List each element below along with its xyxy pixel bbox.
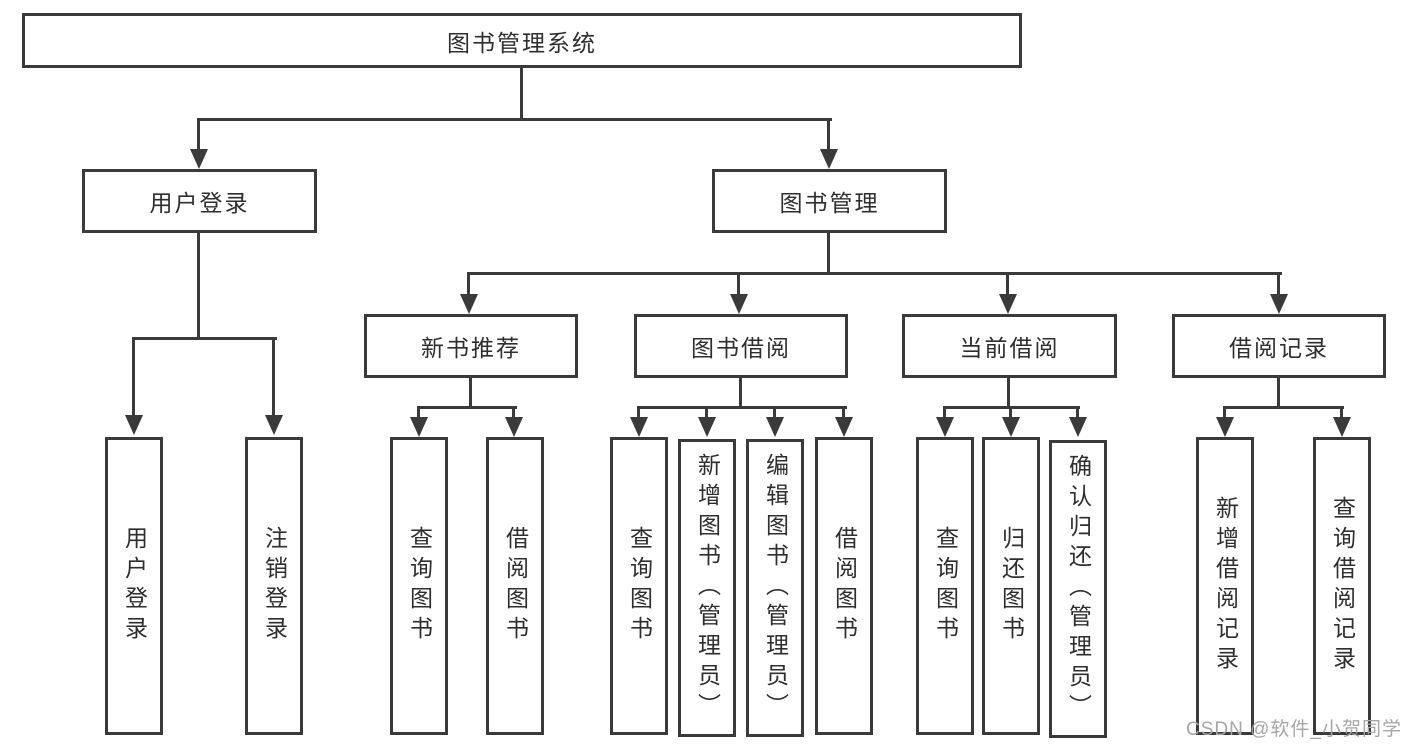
arrowhead-down-icon	[936, 417, 954, 437]
arrowhead-down-icon	[766, 417, 784, 437]
node-new-book-recommend: 新书推荐	[364, 314, 578, 378]
arrowhead-down-icon	[630, 417, 648, 437]
connector-hbar	[197, 118, 832, 121]
leaf-borrow-books-2: 借阅图书	[815, 437, 873, 735]
connector-drop	[705, 406, 708, 420]
node-label: 查询图书	[932, 526, 959, 646]
node-label: 借阅记录	[1229, 335, 1329, 361]
connector-stem	[1277, 378, 1280, 409]
leaf-edit-book-admin: 编辑图书（管理员）	[746, 439, 804, 737]
arrowhead-down-icon	[1069, 417, 1087, 437]
node-borrow-records: 借阅记录	[1172, 314, 1386, 378]
leaf-query-books-1: 查询图书	[390, 437, 448, 735]
node-label: 图书管理系统	[447, 29, 597, 56]
leaf-user-login: 用户登录	[105, 437, 163, 735]
arrowhead-down-icon	[1333, 417, 1351, 437]
connector-stem	[739, 378, 742, 409]
arrowhead-down-icon	[505, 417, 523, 437]
node-current-borrowing: 当前借阅	[902, 314, 1117, 378]
arrowhead-down-icon	[1216, 417, 1234, 437]
connector-hbar	[637, 406, 847, 409]
node-label: 查询图书	[626, 526, 653, 646]
leaf-add-book-admin: 新增图书（管理员）	[678, 439, 736, 737]
node-book-management: 图书管理	[712, 169, 947, 233]
connector-drop	[417, 406, 420, 420]
connector-stem	[197, 233, 200, 340]
arrowhead-down-icon	[835, 417, 853, 437]
node-label: 新增借阅记录	[1212, 496, 1239, 676]
connector-stem	[520, 68, 523, 121]
connector-stem	[827, 233, 830, 275]
connector-drop	[1009, 406, 1012, 420]
csdn-watermark: CSDN @软件_小贺同学	[1186, 719, 1402, 740]
node-label: 查询借阅记录	[1329, 496, 1356, 676]
arrowhead-down-icon	[1270, 294, 1288, 314]
leaf-query-books-2: 查询图书	[610, 437, 668, 735]
connector-stem	[1007, 378, 1010, 409]
node-label: 借阅图书	[502, 526, 529, 646]
arrowhead-down-icon	[1002, 417, 1020, 437]
connector-hbar	[1223, 406, 1344, 409]
leaf-add-borrow-record: 新增借阅记录	[1196, 437, 1254, 735]
arrowhead-down-icon	[698, 417, 716, 437]
arrowhead-down-icon	[820, 149, 838, 169]
node-label: 注销登录	[261, 526, 288, 646]
leaf-borrow-books-1: 借阅图书	[486, 437, 544, 735]
arrowhead-down-icon	[265, 415, 283, 435]
node-label: 图书管理	[779, 190, 880, 216]
leaf-query-borrow-record: 查询借阅记录	[1313, 437, 1371, 735]
connector-drop	[943, 406, 946, 420]
node-label: 确认归还（管理员）	[1065, 454, 1092, 724]
connector-drop	[1340, 406, 1343, 420]
connector-hbar	[467, 272, 1282, 275]
node-label: 查询图书	[406, 526, 433, 646]
arrowhead-down-icon	[999, 294, 1017, 314]
node-label: 新增图书（管理员）	[694, 453, 721, 723]
connector-stem	[469, 378, 472, 409]
leaf-return-book: 归还图书	[982, 437, 1040, 735]
node-label: 用户登录	[149, 190, 250, 216]
arrowhead-down-icon	[190, 149, 208, 169]
node-root-library-system: 图书管理系统	[22, 13, 1022, 68]
connector-drop	[132, 337, 135, 419]
leaf-confirm-return-admin: 确认归还（管理员）	[1049, 440, 1107, 738]
connector-drop	[272, 337, 275, 419]
connector-drop	[737, 272, 740, 297]
connector-drop	[1006, 272, 1009, 297]
node-label: 归还图书	[998, 526, 1025, 646]
connector-drop	[512, 406, 515, 420]
node-book-borrowing: 图书借阅	[634, 314, 848, 378]
connector-drop	[197, 118, 200, 151]
connector-drop	[1223, 406, 1226, 420]
connector-drop	[773, 406, 776, 420]
leaf-logout: 注销登录	[245, 437, 303, 735]
node-label: 当前借阅	[959, 335, 1060, 361]
leaf-query-books-3: 查询图书	[916, 437, 974, 735]
arrowhead-down-icon	[730, 294, 748, 314]
node-label: 用户登录	[121, 526, 148, 646]
arrowhead-down-icon	[460, 294, 478, 314]
arrowhead-down-icon	[125, 415, 143, 435]
connector-drop	[1277, 272, 1280, 297]
connector-drop	[467, 272, 470, 297]
connector-drop	[637, 406, 640, 420]
node-user-login: 用户登录	[82, 169, 317, 233]
connector-hbar	[417, 406, 517, 409]
connector-drop	[842, 406, 845, 420]
node-label: 借阅图书	[831, 526, 858, 646]
connector-drop	[1076, 406, 1079, 420]
arrowhead-down-icon	[410, 417, 428, 437]
connector-drop	[827, 118, 830, 151]
node-label: 编辑图书（管理员）	[762, 453, 789, 723]
node-label: 图书借阅	[691, 335, 791, 361]
node-label: 新书推荐	[421, 335, 521, 361]
connector-hbar	[132, 337, 277, 340]
